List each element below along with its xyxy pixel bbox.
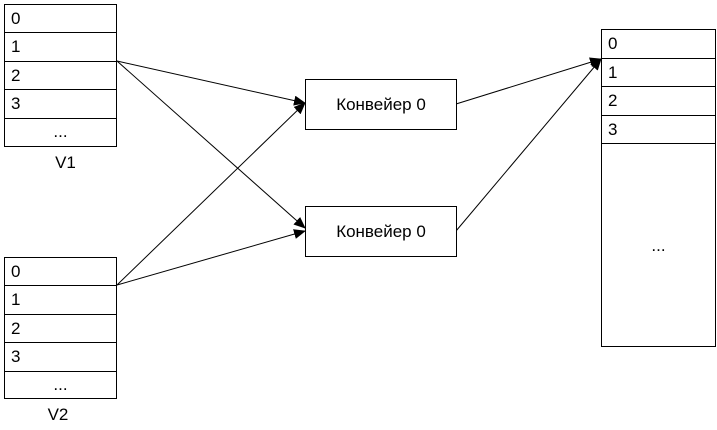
arrow-v2-to-conveyor-1 [116, 102, 306, 286]
vector-v1-cell: 1 [5, 33, 116, 62]
arrow-conveyor-1-to-output [455, 57, 602, 105]
vector-v2-cell: 0 [5, 258, 116, 287]
vector-v2-label: V2 [47, 405, 69, 424]
conveyor-box: Конвейер 0 [305, 206, 457, 257]
arrow-v1-to-conveyor-1 [116, 60, 306, 106]
vector-v2-cell-ellipsis: ... [53, 374, 68, 394]
output-vector-cell: 2 [602, 87, 715, 116]
conveyor-box: Конвейер 0 [305, 79, 457, 130]
vector-v1-cell: 3 [5, 90, 116, 119]
arrow-conveyor-2-to-output [455, 58, 602, 232]
arrow-v1-to-conveyor-2 [116, 60, 306, 229]
vector-v2-cell: 3 [5, 343, 116, 372]
output-vector-ellipsis: ... [651, 236, 666, 255]
vector-v1-cell: 2 [5, 62, 116, 91]
output-vector-cell: 1 [602, 59, 715, 87]
vector-v2-cell: 2 [5, 315, 116, 344]
vector-v1-label: V1 [55, 153, 76, 172]
arrow-v2-to-conveyor-2 [116, 229, 306, 286]
output-vector-cell: 3 [602, 116, 715, 144]
vector-v2-cell: 1 [5, 286, 116, 315]
vector-v1-cell: 0 [5, 5, 116, 34]
output-vector: 0 1 2 3 ... [601, 29, 716, 347]
vector-v2: 0 1 2 3 ... [4, 257, 117, 399]
vector-v1: 0 1 2 3 ... [4, 4, 117, 147]
vector-v1-cell-ellipsis: ... [53, 121, 68, 141]
output-vector-cell: 0 [602, 30, 715, 59]
